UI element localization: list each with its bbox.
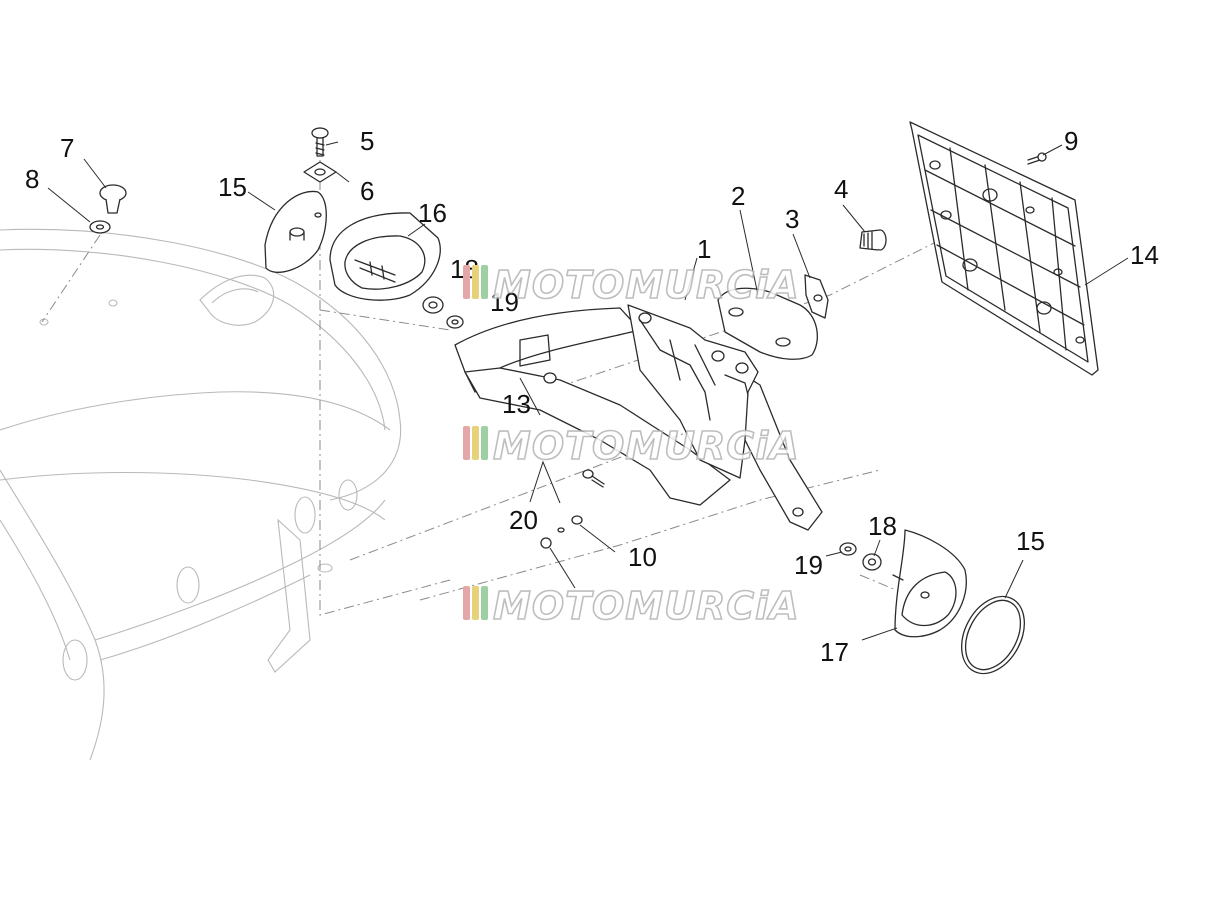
watermark-text: MOTOMURCiA <box>493 424 800 468</box>
watermark-stripe-yellow <box>472 586 479 620</box>
part-3-clip <box>804 274 829 319</box>
watermark-stripe-green <box>481 426 488 460</box>
callout-7: 7 <box>60 133 74 163</box>
callout-10: 10 <box>628 542 657 572</box>
part-4-screw <box>859 229 887 251</box>
callout-2: 2 <box>731 181 745 211</box>
watermark-middle: MOTOMURCiA <box>463 423 800 469</box>
part-2-plate-bracket <box>717 287 818 360</box>
part-17-reflector-housing <box>892 529 967 638</box>
scooter-rear-body <box>0 228 402 761</box>
watermark-top: MOTOMURCiA <box>463 262 800 308</box>
watermark-text: MOTOMURCiA <box>493 263 800 307</box>
callout-3: 3 <box>785 204 799 234</box>
callout-17: 17 <box>820 637 849 667</box>
watermark-stripe-red <box>463 586 470 620</box>
callout-15-right: 15 <box>1016 526 1045 556</box>
watermark-stripe-yellow <box>472 265 479 299</box>
part-19-nut-lower <box>839 542 857 556</box>
part-20-screw <box>582 469 605 488</box>
part-19-nut-upper <box>446 315 464 329</box>
callout-19-upper: 19 <box>490 287 519 317</box>
callout-9: 9 <box>1064 126 1078 156</box>
part-14-license-plate-holder <box>909 121 1099 376</box>
watermark-bottom: MOTOMURCiA <box>463 583 800 629</box>
callout-labels: 1 2 3 4 5 6 7 8 9 10 13 14 15 15 16 17 1… <box>25 126 1159 667</box>
callout-15-left: 15 <box>218 172 247 202</box>
callout-19-lower: 19 <box>794 550 823 580</box>
callout-1: 1 <box>697 234 711 264</box>
callout-16: 16 <box>418 198 447 228</box>
callout-14: 14 <box>1130 240 1159 270</box>
watermark-stripe-green <box>481 265 488 299</box>
part-15-reflector-right <box>961 595 1025 675</box>
part-18-washer-lower <box>862 553 882 571</box>
callout-20: 20 <box>509 505 538 535</box>
watermark-stripe-red <box>463 426 470 460</box>
watermark-text: MOTOMURCiA <box>493 584 800 628</box>
part-16-reflector-housing <box>329 212 441 301</box>
part-15-reflector-left <box>264 190 327 273</box>
callout-6: 6 <box>360 176 374 206</box>
callout-13: 13 <box>502 389 531 419</box>
callout-leader-lines <box>47 141 1129 641</box>
watermark-stripe-green <box>481 586 488 620</box>
part-1-bracket <box>627 304 759 479</box>
part-6-clip-nut <box>303 161 337 183</box>
callout-18-lower: 18 <box>868 511 897 541</box>
part-8-washer <box>89 220 111 234</box>
part-18-washer-upper <box>422 296 444 314</box>
watermark-stripe-red <box>463 265 470 299</box>
watermark-stripe-yellow <box>472 426 479 460</box>
part-7-rivet <box>99 184 127 214</box>
callout-5: 5 <box>360 126 374 156</box>
part-10-washer <box>540 515 583 549</box>
callout-8: 8 <box>25 164 39 194</box>
part-5-screw <box>311 127 329 157</box>
callout-4: 4 <box>834 174 848 204</box>
assembly-axis-lines <box>41 160 1051 616</box>
